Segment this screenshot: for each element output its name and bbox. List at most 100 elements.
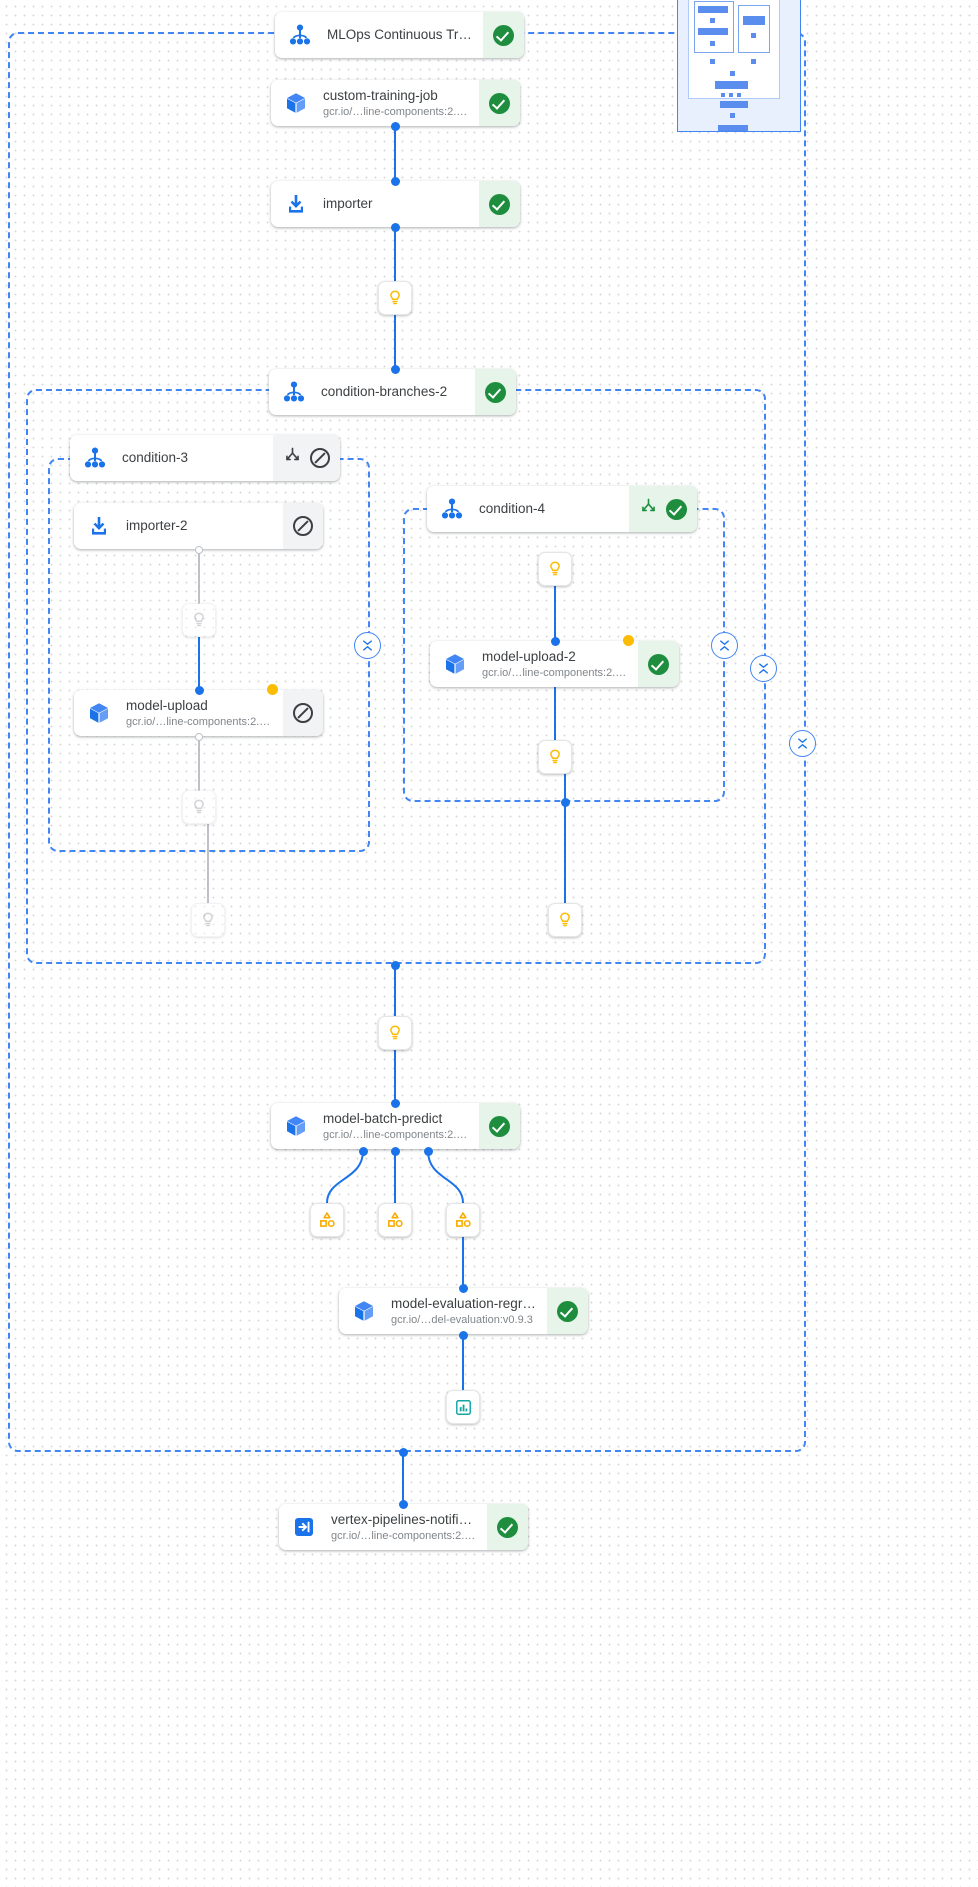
status-badge-succeeded [479,1103,520,1149]
node-body: vertex-pipelines-notificat… gcr.io/…line… [279,1504,487,1550]
lightbulb-node-parameter-condition-3-out[interactable] [191,903,225,937]
node-subtitle: gcr.io/…line-components:2.6.0 [323,105,469,118]
node-body: MLOps Continuous Traini… [275,12,483,58]
minimap-bar [730,113,735,118]
node-model-upload-2[interactable]: model-upload-2 gcr.io/…line-components:2… [430,641,679,687]
port-dot [391,1099,400,1108]
status-badge-skipped [283,690,323,736]
artifact-node-1[interactable] [310,1203,344,1237]
node-labels: importer [323,196,373,212]
minimap[interactable] [677,0,801,132]
port-dot [424,1147,433,1156]
lightbulb-node-parameter-condition-4-exit[interactable] [548,903,582,937]
artifact-node-3[interactable] [446,1203,480,1237]
port-dot [561,798,570,807]
node-condition-4[interactable]: condition-4 [427,486,697,532]
skipped-icon [293,703,313,723]
node-importer[interactable]: importer [271,181,520,227]
dag-icon [287,22,313,48]
lightbulb-node-parameter-model-upload-2-out[interactable] [538,740,572,774]
node-importer-2[interactable]: importer-2 [74,503,323,549]
port-dot [459,1331,468,1340]
minimap-bar [751,59,756,64]
collapse-control-branches-outer[interactable] [789,730,816,757]
minimap-bar [737,93,741,97]
port-dot [195,686,204,695]
container-icon [86,700,112,726]
branch-icon [283,446,302,470]
status-badge-succeeded [479,181,520,227]
node-title: model-upload [126,697,208,713]
node-custom-training-job[interactable]: custom-training-job gcr.io/…line-compone… [271,80,520,126]
port-dot [399,1448,408,1457]
skipped-icon [293,516,313,536]
check-circle-icon [648,653,669,675]
lightbulb-icon [550,749,560,764]
lightbulb-node-parameter-model-upload-out[interactable] [182,790,216,824]
node-body: model-upload gcr.io/…line-components:2.6… [74,690,283,736]
minimap-bar [718,125,748,131]
node-vertex-pipelines-notification[interactable]: vertex-pipelines-notificat… gcr.io/…line… [279,1504,528,1550]
lightbulb-node-parameter-importer[interactable] [378,281,412,315]
bar-chart-icon [455,1399,471,1415]
node-title: vertex-pipelines-notificat… [331,1511,477,1527]
node-subtitle: gcr.io/…line-components:2.6.0 [323,1128,469,1141]
node-labels: condition-4 [479,501,545,517]
node-subtitle: gcr.io/…line-components:2.6.0 [126,715,273,728]
node-labels: model-upload gcr.io/…line-components:2.6… [126,698,273,729]
collapse-control-condition-3[interactable] [354,632,381,659]
minimap-block [738,5,770,53]
artifact-node-2[interactable] [378,1203,412,1237]
node-labels: model-evaluation-regres… gcr.io/…del-eva… [391,1296,537,1327]
lightbulb-node-parameter-condition-4-in[interactable] [538,552,572,586]
status-badge-succeeded [487,1504,528,1550]
node-model-batch-predict[interactable]: model-batch-predict gcr.io/…line-compone… [271,1103,520,1149]
node-labels: custom-training-job gcr.io/…line-compone… [323,88,469,119]
branch-icon [639,497,658,521]
node-labels: importer-2 [126,518,188,534]
status-badge-succeeded [629,486,697,532]
node-model-upload[interactable]: model-upload gcr.io/…line-components:2.6… [74,690,323,736]
metrics-artifact-node[interactable] [446,1390,480,1424]
port-dot [391,365,400,374]
lightbulb-icon [194,799,204,814]
minimap-bar [710,41,715,46]
dag-icon [281,379,307,405]
minimap-bar [720,101,748,108]
collapse-vertical-icon [363,640,372,651]
container-icon [283,90,309,116]
node-labels: model-upload-2 gcr.io/…line-components:2… [482,649,628,680]
node-condition-3[interactable]: condition-3 [70,435,340,481]
minimap-bar [730,71,735,76]
import-icon [86,513,112,539]
check-circle-icon [485,381,506,403]
minimap-bar [729,93,733,97]
collapse-control-condition-4[interactable] [711,632,738,659]
node-title: condition-branches-2 [321,384,448,399]
lightbulb-node-parameter-batch-predict-in[interactable] [378,1016,412,1050]
node-title: importer-2 [126,518,188,533]
artifact-shapes-icon [456,1212,471,1228]
port-dot [459,1284,468,1293]
node-condition-branches-2[interactable]: condition-branches-2 [269,369,516,415]
lightbulb-node-parameter-importer-2[interactable] [182,603,216,637]
lightbulb-icon [194,612,204,627]
node-body: importer [271,181,479,227]
node-subtitle: gcr.io/…line-components:2.6.0 [482,666,628,679]
warning-port-dot [623,635,634,646]
container-icon [351,1298,377,1324]
status-badge-skipped [283,503,323,549]
collapse-vertical-icon [720,640,729,651]
node-model-evaluation-regression[interactable]: model-evaluation-regres… gcr.io/…del-eva… [339,1288,588,1334]
status-badge-succeeded [547,1288,588,1334]
check-circle-icon [493,24,514,46]
collapse-control-branches-inner[interactable] [750,655,777,682]
skipped-icon [310,448,330,468]
node-mlops-continuous-training[interactable]: MLOps Continuous Traini… [275,12,524,58]
status-badge-skipped [273,435,340,481]
collapse-vertical-icon [798,738,807,749]
node-labels: condition-branches-2 [321,384,447,400]
port-dot [359,1147,368,1156]
port-dot-inactive [195,733,203,741]
